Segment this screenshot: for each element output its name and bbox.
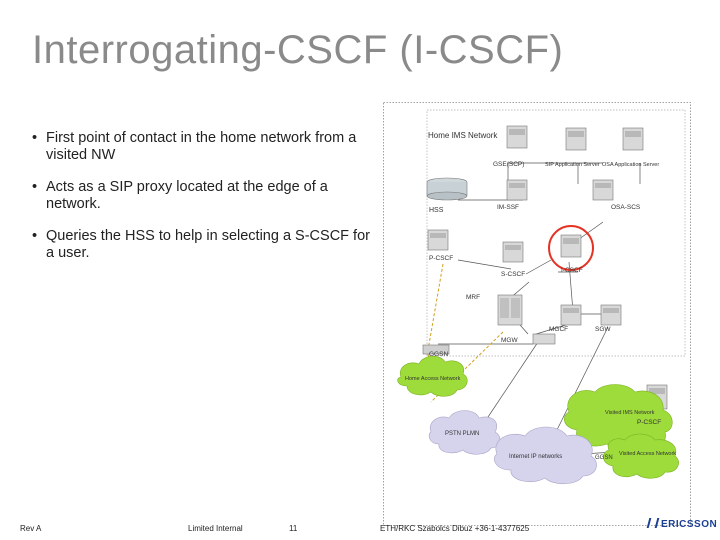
mgw-router-icon	[532, 333, 556, 345]
internet-label: Internet IP networks	[509, 454, 562, 460]
sgw-server-icon	[600, 304, 622, 326]
hss-label: HSS	[429, 207, 444, 214]
slide-title: Interrogating-CSCF (I-CSCF)	[32, 28, 564, 72]
osa-scs-server-icon	[592, 179, 614, 201]
ericsson-logo-icon	[646, 518, 660, 528]
ggsn-home-label: GGSN	[429, 351, 448, 358]
bullet-list: First point of contact in the home netwo…	[32, 130, 372, 277]
diagram-frame	[383, 102, 691, 526]
sgw-label: SGW	[595, 326, 611, 333]
gse-scp-server-icon	[506, 125, 528, 149]
home-network-region	[426, 109, 686, 357]
ericsson-logo: ERICSSON	[646, 518, 718, 530]
home-access-network-cloud	[397, 355, 468, 397]
server-icons	[422, 125, 668, 455]
ericsson-logo-text: ERICSSON	[661, 519, 718, 530]
i-cscf-server-icon	[560, 234, 582, 258]
s-cscf-server-icon	[502, 241, 524, 263]
bullet-item: Acts as a SIP proxy located at the edge …	[32, 179, 372, 213]
ggsn-visited-label: GGSN	[595, 455, 613, 461]
p-cscf-label: P-CSCF	[429, 255, 453, 262]
ims-network-diagram: Home IMS Network GSE(SCP) SIP Applicatio…	[383, 102, 691, 526]
footer-classification: Limited Internal	[188, 524, 243, 533]
osa-as-server-icon	[622, 127, 644, 151]
mgcf-label: MGCF	[549, 326, 568, 333]
osa-scs-label: OSA-SCS	[611, 204, 641, 211]
footer-author: ETH/RKC Szabolcs Dibuz +36-1-4377625	[380, 524, 530, 533]
sip-app-server-label: SIP Application Server	[545, 162, 600, 168]
pstn-plmn-label: PSTN PLMN	[445, 431, 479, 437]
im-ssf-server-icon	[506, 179, 528, 201]
hss-database-icon	[426, 177, 468, 201]
s-cscf-label: S-CSCF	[501, 271, 525, 278]
home-access-network-label: Home Access Network	[405, 376, 461, 382]
bullet-item: First point of contact in the home netwo…	[32, 130, 372, 164]
mgcf-server-icon	[560, 304, 582, 326]
i-cscf-highlight-ring	[548, 225, 594, 271]
ggsn-home-router-icon	[422, 344, 450, 355]
bullet-item: Queries the HSS to help in selecting a S…	[32, 228, 372, 262]
visited-p-cscf-label: P-CSCF	[637, 419, 661, 426]
visited-access-network-label: Visited Access Network	[619, 451, 676, 457]
internet-cloud	[494, 426, 597, 485]
i-cscf-label: I-CSCF	[561, 267, 583, 274]
footer-revision: Rev A	[20, 524, 42, 533]
visited-network-cloud	[564, 384, 679, 479]
mgw-label: MGW	[501, 337, 518, 344]
footer-page-number: 11	[289, 524, 298, 533]
p-cscf-server-icon	[427, 229, 449, 251]
osa-app-server-label: OSA Application Server	[602, 162, 659, 168]
gse-scp-label: GSE(SCP)	[493, 161, 524, 168]
visited-ims-network-label: Visited IMS Network	[605, 410, 655, 416]
home-network-label: Home IMS Network	[428, 131, 498, 140]
mrf-label: MRF	[466, 294, 480, 301]
mrf-server-icon	[497, 294, 523, 326]
sip-as-server-icon	[565, 127, 587, 151]
im-ssf-label: IM-SSF	[497, 204, 519, 211]
